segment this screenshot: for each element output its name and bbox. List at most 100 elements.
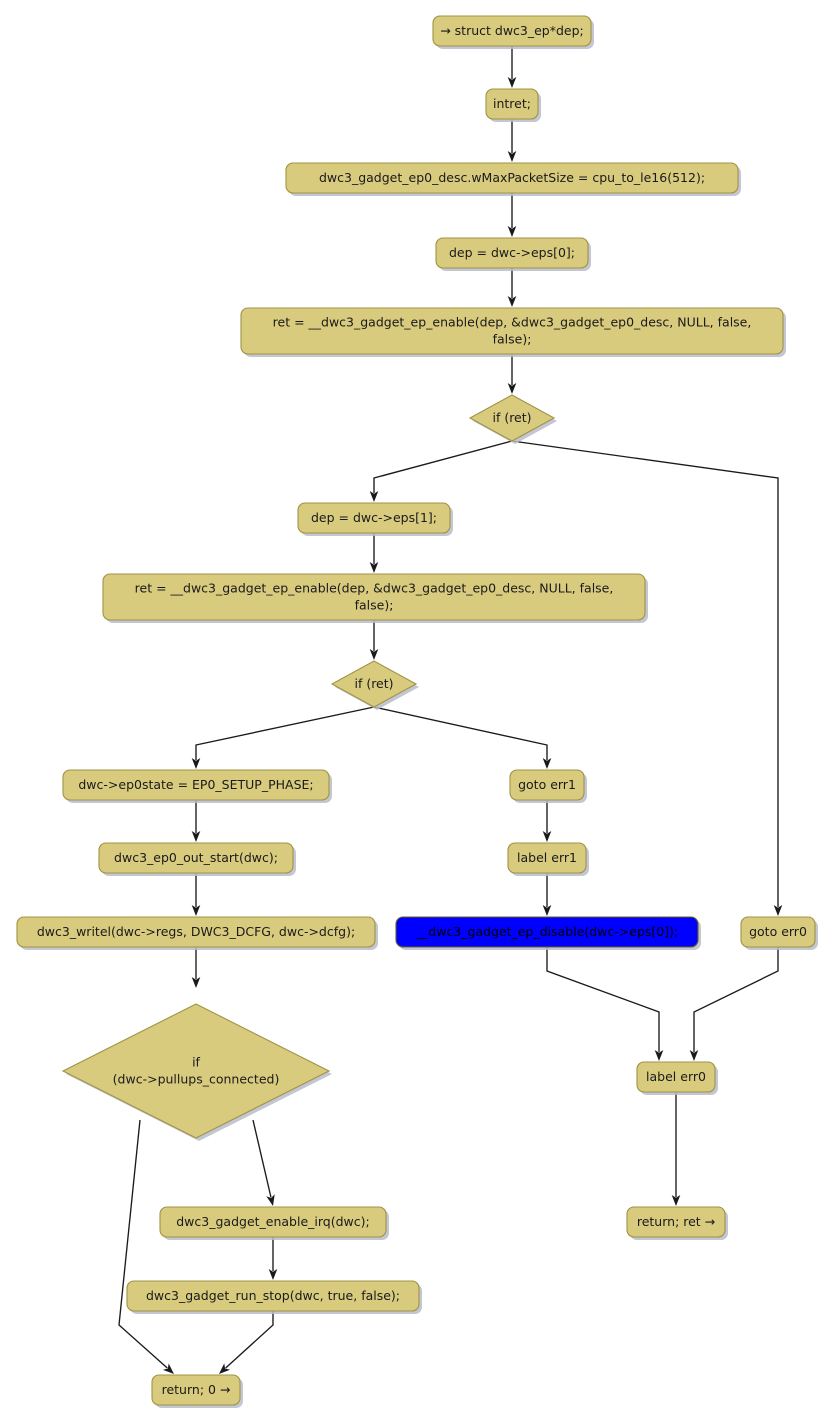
arrowhead-icon [369, 562, 379, 573]
flow-node-goto_err0[interactable]: goto err0 [740, 916, 818, 950]
flow-node-return_ret[interactable]: return; ret → [626, 1206, 728, 1240]
flow-node-ep0state[interactable]: dwc->ep0state = EP0_SETUP_PHASE; [62, 769, 332, 803]
flow-edge [191, 706, 375, 769]
flow-edge [507, 193, 517, 237]
arrowhead-icon [191, 977, 201, 988]
node-diamond[interactable] [330, 660, 418, 708]
arrowhead-icon [266, 1194, 275, 1206]
flow-node-ep0outstart[interactable]: dwc3_ep0_out_start(dwc); [98, 842, 296, 876]
flow-edge [511, 440, 783, 916]
arrowhead-icon [219, 1363, 231, 1374]
node-rect[interactable] [16, 916, 376, 948]
node-label: ret = __dwc3_gadget_ep_enable(dep, &dwc3… [135, 580, 614, 612]
node-rect-highlighted[interactable] [395, 916, 699, 948]
flow-edge [191, 873, 201, 916]
node-label: ret = __dwc3_gadget_ep_enable(dep, &dwc3… [273, 314, 752, 346]
node-rect[interactable] [159, 1206, 387, 1238]
node-rect[interactable] [98, 842, 294, 874]
node-label: intret; [493, 96, 531, 111]
node-label: label err1 [517, 850, 577, 865]
flow-node-goto_err1[interactable]: goto err1 [509, 769, 587, 803]
node-diamond[interactable] [61, 1003, 331, 1139]
flow-node-dep0[interactable]: dep = dwc->eps[0]; [435, 237, 591, 271]
flow-node-return0[interactable]: return; 0 → [151, 1374, 243, 1408]
node-rect[interactable] [62, 769, 330, 801]
node-label: dep = dwc->eps[1]; [311, 510, 437, 525]
arrowhead-icon [191, 905, 201, 916]
arrowhead-icon [268, 1269, 278, 1280]
node-rect[interactable] [435, 237, 589, 269]
node-label: dwc3_gadget_enable_irq(dwc); [176, 1214, 369, 1229]
flow-node-writel[interactable]: dwc3_writel(dwc->regs, DWC3_DCFG, dwc->d… [16, 916, 378, 950]
flow-edge [546, 947, 664, 1061]
arrowhead-icon [773, 905, 783, 916]
flow-edge [191, 800, 201, 842]
flow-node-label_err1[interactable]: label err1 [507, 842, 589, 876]
flow-node-run_stop[interactable]: dwc3_gadget_run_stop(dwc, true, false); [126, 1280, 422, 1314]
nodes-layer: → struct dwc3_ep*dep; intret; dwc3_gadget_… [16, 15, 818, 1408]
flow-node-if_pullups[interactable]: if(dwc->pullups_connected) [61, 1003, 332, 1141]
node-rect[interactable] [485, 88, 539, 120]
node-label: if (ret) [492, 410, 531, 425]
flow-edge [507, 268, 517, 307]
flow-node-label_err0[interactable]: label err0 [636, 1061, 718, 1095]
arrowhead-icon [191, 831, 201, 842]
arrowhead-icon [369, 649, 379, 660]
node-rect[interactable] [126, 1280, 420, 1312]
flow-edge [689, 947, 779, 1061]
flow-node-entry[interactable]: → struct dwc3_ep*dep; [432, 15, 594, 49]
node-rect[interactable] [636, 1061, 716, 1093]
arrowhead-icon [507, 77, 517, 88]
node-label: dwc3_gadget_run_stop(dwc, true, false); [146, 1288, 400, 1303]
flow-edge [369, 440, 513, 502]
node-label: dwc3_ep0_out_start(dwc); [114, 850, 278, 865]
flow-node-enable_irq[interactable]: dwc3_gadget_enable_irq(dwc); [159, 1206, 389, 1240]
flow-node-dep1[interactable]: dep = dwc->eps[1]; [297, 502, 453, 536]
node-label: dep = dwc->eps[0]; [449, 245, 575, 260]
node-label: goto err0 [749, 924, 807, 939]
node-rect[interactable] [285, 162, 739, 194]
node-diamond[interactable] [468, 394, 556, 442]
flow-edge [268, 1237, 278, 1280]
node-label: dwc->ep0state = EP0_SETUP_PHASE; [78, 777, 313, 792]
flow-edge [507, 354, 517, 394]
flow-node-intret[interactable]: intret; [485, 88, 541, 122]
arrowhead-icon [542, 758, 552, 769]
arrowhead-icon [507, 383, 517, 394]
flow-edge [373, 706, 552, 769]
node-rect[interactable] [240, 307, 784, 355]
node-rect[interactable] [432, 15, 592, 47]
flow-edge [369, 620, 379, 660]
node-label: if (ret) [354, 676, 393, 691]
node-rect[interactable] [102, 573, 646, 621]
flow-node-enable0[interactable]: ret = __dwc3_gadget_ep_enable(dep, &dwc3… [240, 307, 786, 357]
flow-node-enable1[interactable]: ret = __dwc3_gadget_ep_enable(dep, &dwc3… [102, 573, 648, 623]
flow-edge [118, 1119, 174, 1374]
flow-edge [507, 46, 517, 88]
flow-node-if_ret_1[interactable]: if (ret) [330, 660, 419, 710]
flow-edge [369, 533, 379, 573]
arrowhead-icon [507, 226, 517, 237]
node-rect[interactable] [507, 842, 587, 874]
flow-edge [542, 800, 552, 842]
flow-node-if_ret_0[interactable]: if (ret) [468, 394, 557, 444]
node-label: dwc3_gadget_ep0_desc.wMaxPacketSize = cp… [319, 170, 705, 185]
arrowhead-icon [671, 1195, 681, 1206]
flow-node-ep_disable[interactable]: __dwc3_gadget_ep_disable(dwc->eps[0]); [395, 916, 701, 950]
node-rect[interactable] [509, 769, 585, 801]
arrowhead-icon [542, 905, 552, 916]
node-rect[interactable] [151, 1374, 241, 1406]
flow-node-wmaxpacket[interactable]: dwc3_gadget_ep0_desc.wMaxPacketSize = cp… [285, 162, 741, 196]
arrowhead-icon [689, 1050, 699, 1061]
arrowhead-icon [507, 151, 517, 162]
node-rect[interactable] [626, 1206, 726, 1238]
node-rect[interactable] [740, 916, 816, 948]
arrowhead-icon [542, 831, 552, 842]
flow-edge [252, 1119, 275, 1206]
node-rect[interactable] [297, 502, 451, 534]
arrowhead-icon [162, 1363, 174, 1374]
node-label: label err0 [646, 1069, 706, 1084]
edges-layer [118, 46, 783, 1374]
